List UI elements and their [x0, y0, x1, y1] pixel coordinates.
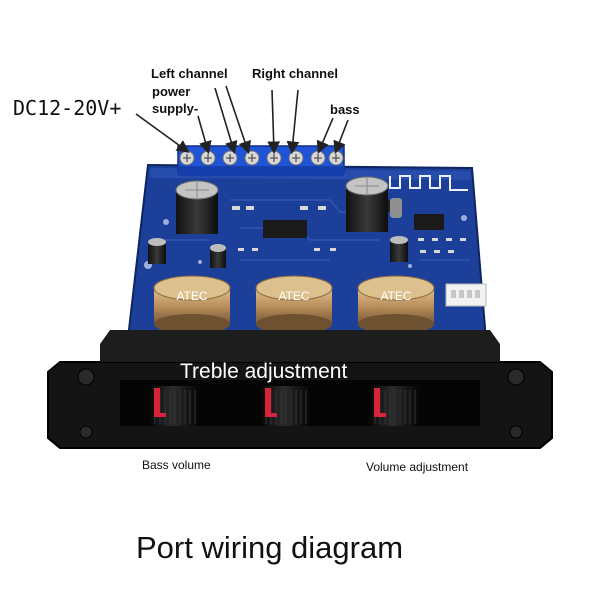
capacitor-small-left — [148, 238, 166, 264]
terminal-screw — [266, 150, 282, 166]
arrow-left-channel-2 — [225, 85, 251, 155]
treble-adjustment-label: Treble adjustment — [180, 360, 348, 383]
diagram-title: Port wiring diagram — [136, 530, 404, 565]
terminal-screws — [179, 150, 344, 166]
power-supply-label-line1: power — [152, 84, 191, 99]
arrow-bass-2 — [333, 119, 349, 154]
arrow-left-channel-1 — [214, 87, 238, 155]
potentiometer: ATEC — [153, 275, 231, 334]
terminal-screw — [288, 150, 304, 166]
crystal-component — [390, 198, 402, 218]
knobs — [151, 386, 419, 426]
arrow-right-channel-1 — [267, 89, 281, 155]
potentiometer: ATEC — [357, 275, 435, 334]
terminal-screw — [328, 150, 344, 166]
arrow-bass-1 — [316, 117, 334, 154]
bass-volume-label: Bass volume — [142, 458, 211, 472]
bass-label: bass — [330, 102, 360, 117]
knob[interactable] — [262, 386, 310, 426]
power-plus-text: + — [109, 96, 122, 120]
capacitor-right — [345, 176, 389, 232]
knob-indicator-mark — [265, 388, 271, 416]
power-voltage-text: DC12-20V — [13, 96, 110, 120]
callout-arrows — [135, 85, 349, 155]
terminal-screw — [222, 150, 238, 166]
knob-indicator-mark — [374, 388, 380, 416]
side-connector — [445, 283, 487, 307]
arrow-power-plus — [135, 113, 190, 153]
arrow-power-minus — [197, 115, 212, 155]
bluetooth-antenna-trace — [389, 175, 468, 191]
terminal-screw — [200, 150, 216, 166]
terminal-screw — [179, 150, 195, 166]
knob[interactable] — [151, 386, 199, 426]
capacitor-small-center — [210, 244, 226, 268]
capacitor-left — [175, 180, 219, 234]
terminal-screw — [244, 150, 260, 166]
pcb-smd-parts — [232, 206, 466, 253]
bluetooth-ic-chip — [414, 214, 444, 230]
right-channel-label: Right channel — [252, 66, 338, 81]
power-supply-label-line2: supply- — [152, 101, 199, 116]
power-label: DC12-20V+ — [13, 96, 121, 120]
arrow-right-channel-2 — [286, 89, 300, 155]
knob-indicator-mark — [154, 388, 160, 416]
left-channel-label: Left channel — [151, 66, 228, 81]
knob[interactable] — [371, 386, 419, 426]
potentiometer: ATEC — [255, 275, 333, 334]
potentiometer-brand-text: ATEC — [176, 289, 207, 303]
terminal-screw — [310, 150, 326, 166]
potentiometer-brand-text: ATEC — [278, 289, 309, 303]
potentiometers: ATEC ATEC ATEC — [153, 275, 435, 334]
volume-adjustment-label: Volume adjustment — [366, 460, 469, 474]
main-ic-chip — [263, 220, 307, 238]
capacitor-small-right — [390, 236, 408, 262]
potentiometer-brand-text: ATEC — [380, 289, 411, 303]
